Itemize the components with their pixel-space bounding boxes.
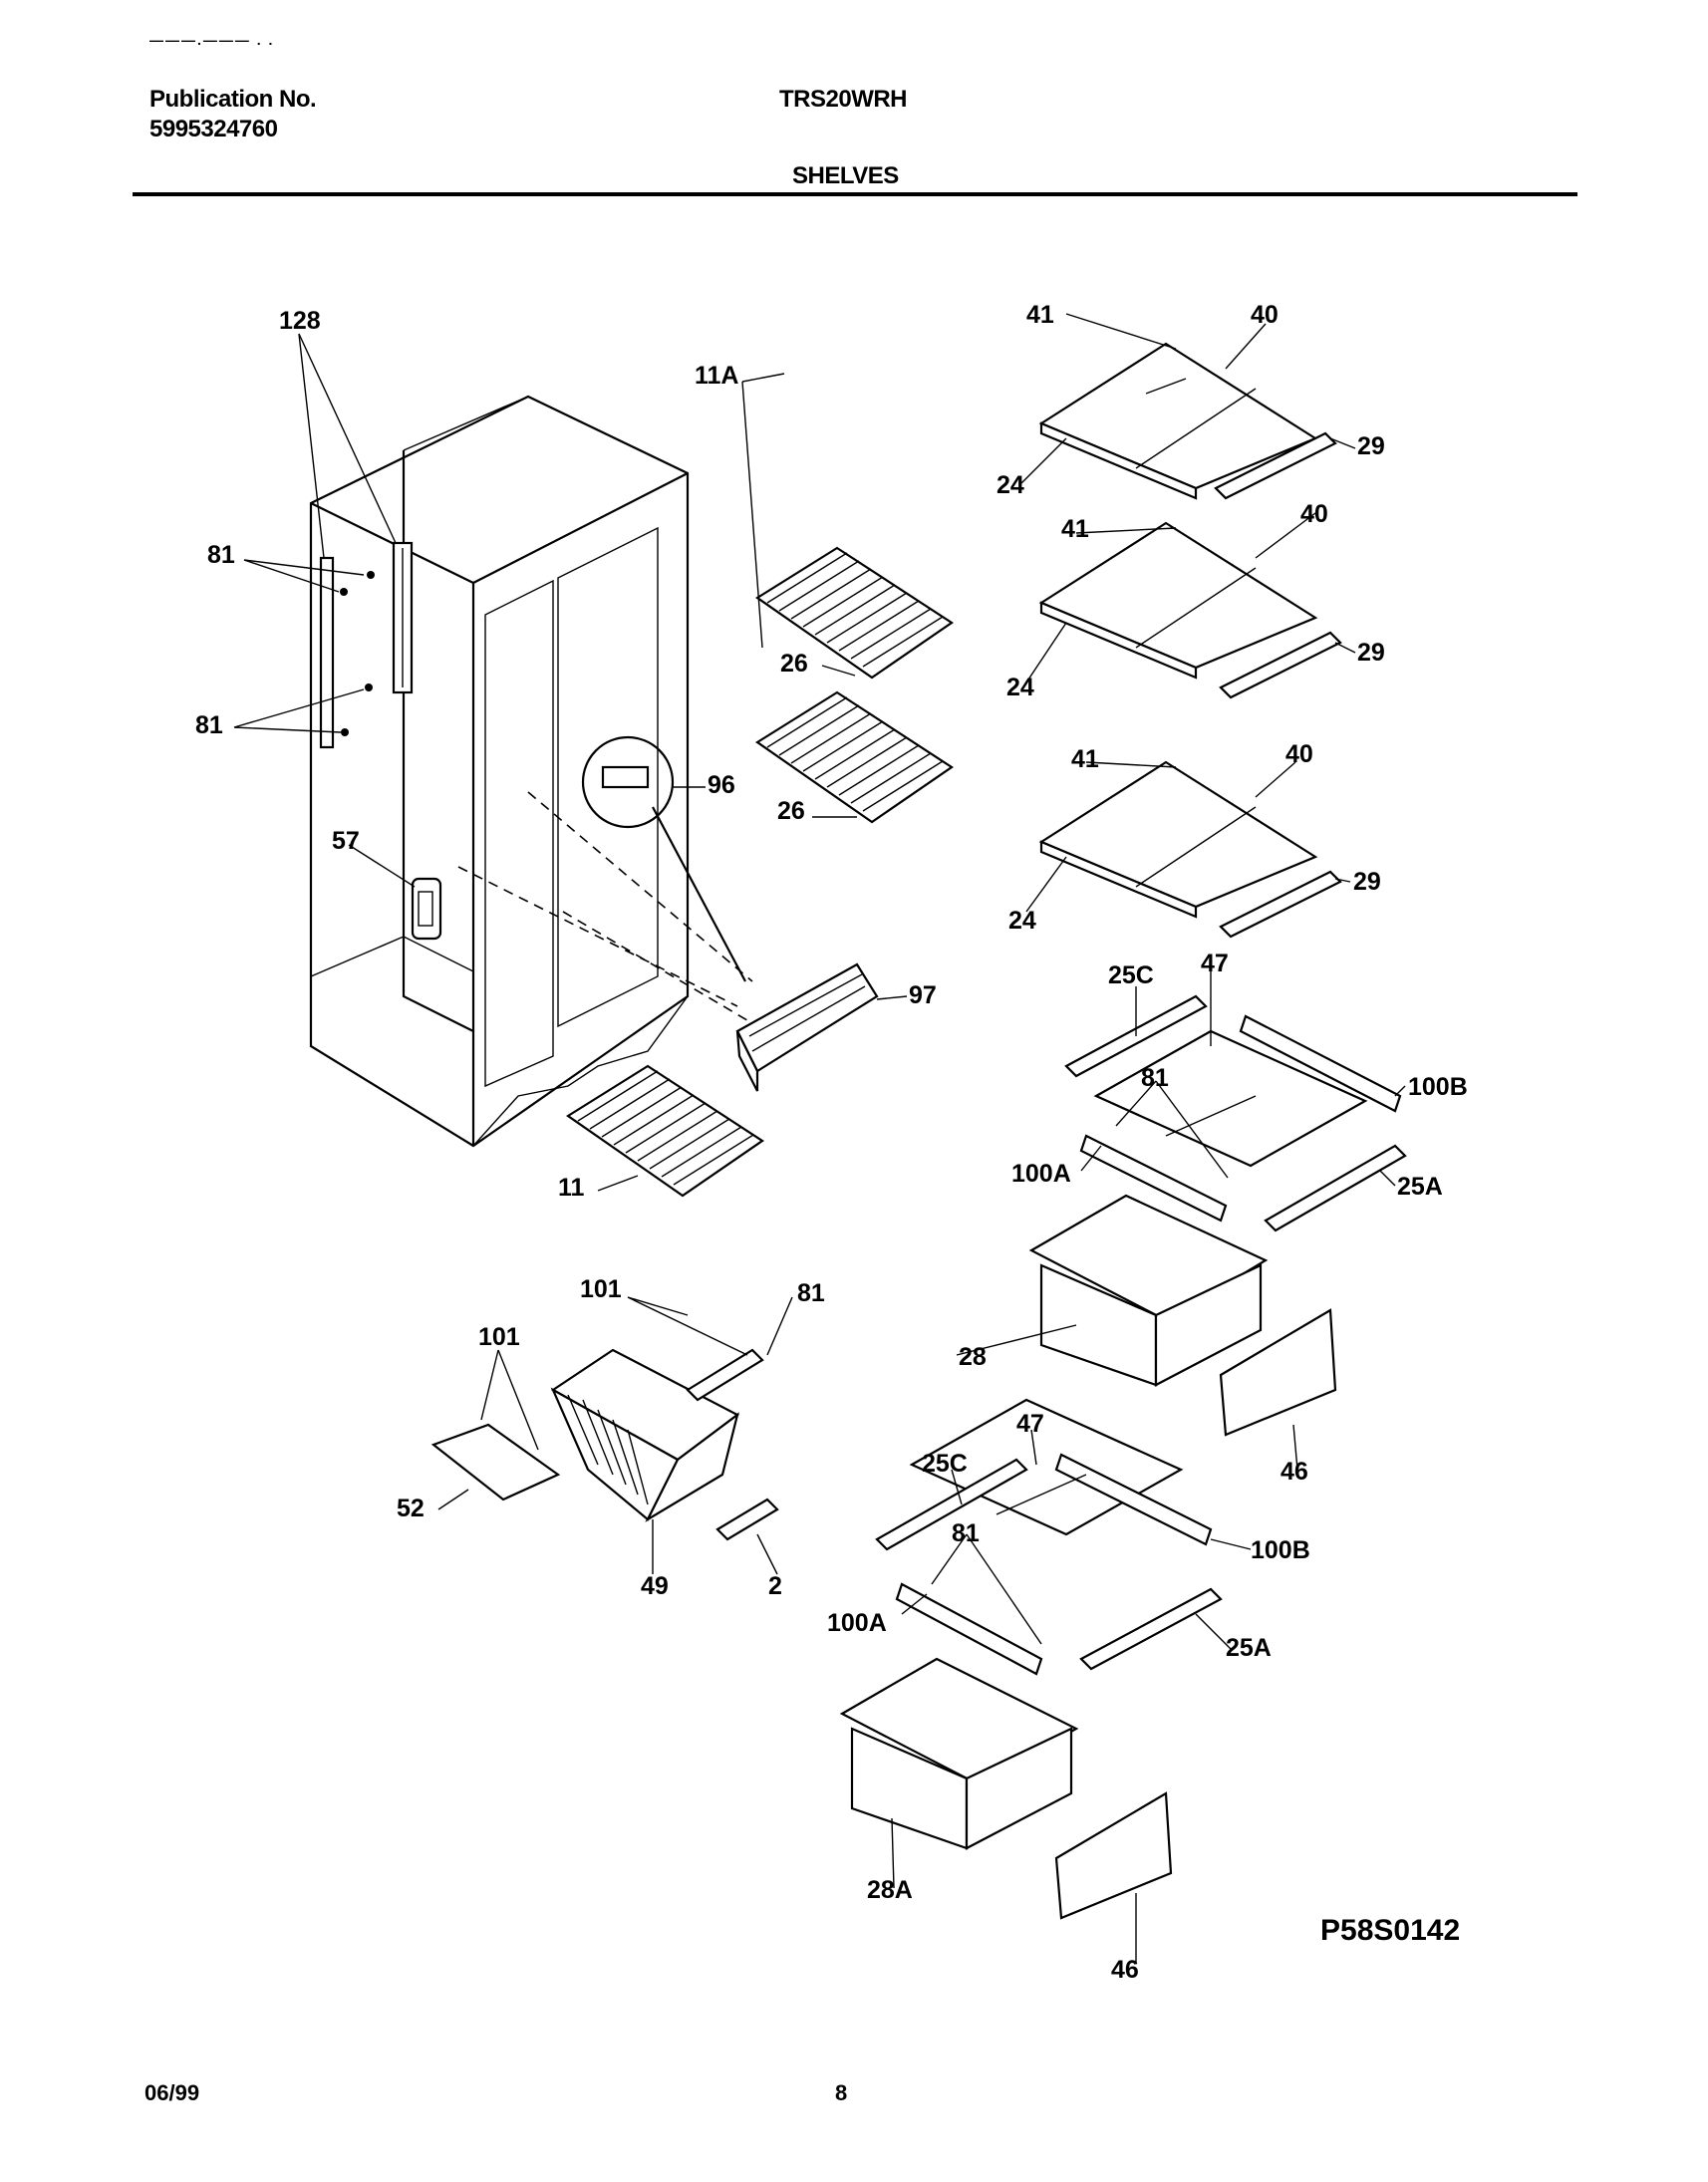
wire-shelf-lower xyxy=(566,1064,764,1198)
leader-lines xyxy=(233,313,1406,1963)
callout-41-a: 41 xyxy=(1026,301,1054,329)
callout-96: 96 xyxy=(708,771,735,799)
footer-date: 06/99 xyxy=(144,2080,200,2105)
glass-shelf-1 xyxy=(1038,342,1337,500)
callout-100A-b: 100A xyxy=(827,1609,887,1637)
callout-labels: 128 81 81 57 96 11A 26 26 97 11 101 101 … xyxy=(195,301,1468,1984)
detail-circle xyxy=(581,735,746,982)
callout-41-b: 41 xyxy=(1061,515,1089,543)
callout-11: 11 xyxy=(558,1174,585,1202)
callout-29-c: 29 xyxy=(1353,868,1381,896)
callout-24-a: 24 xyxy=(996,471,1024,499)
model-number: TRS20WRH xyxy=(779,86,908,113)
callout-25C-a: 25C xyxy=(1108,961,1154,989)
callout-28A: 28A xyxy=(867,1876,913,1904)
callout-47-b: 47 xyxy=(1016,1410,1044,1438)
callout-81-d: 81 xyxy=(1141,1064,1169,1092)
callout-24-b: 24 xyxy=(1006,674,1034,701)
callout-28: 28 xyxy=(959,1343,987,1371)
wire-shelf-upper xyxy=(755,546,954,680)
crisper-drawer-2 xyxy=(839,1657,1173,1920)
glass-shelf-3 xyxy=(1038,760,1342,939)
crisper-cover-assembly-2 xyxy=(875,1398,1223,1676)
top-mark: ———.——— . . xyxy=(149,32,275,48)
callout-40-c: 40 xyxy=(1285,740,1313,768)
callout-100B-a: 100B xyxy=(1408,1073,1468,1101)
crisper-cover-97 xyxy=(735,962,879,1092)
publication-label: Publication No. xyxy=(149,86,317,113)
callout-25A-b: 25A xyxy=(1226,1634,1272,1662)
callout-81-c: 81 xyxy=(797,1279,825,1307)
callout-40-a: 40 xyxy=(1251,301,1279,329)
crisper-drawer-1 xyxy=(1028,1194,1337,1437)
header-rule xyxy=(133,192,1577,196)
wire-basket xyxy=(430,1348,779,1541)
callout-52: 52 xyxy=(397,1495,425,1522)
callout-26-a: 26 xyxy=(780,650,808,678)
diagram-code: P58S0142 xyxy=(1320,1914,1460,1947)
callout-29-b: 29 xyxy=(1357,639,1385,667)
crisper-cover-assembly-1 xyxy=(1064,994,1407,1232)
callout-49: 49 xyxy=(641,1572,669,1600)
glass-shelf-2 xyxy=(1038,521,1342,699)
callout-100B-b: 100B xyxy=(1251,1536,1310,1564)
callout-47-a: 47 xyxy=(1201,950,1229,977)
footer-page: 8 xyxy=(835,2080,848,2105)
callout-2: 2 xyxy=(768,1572,782,1600)
callout-57: 57 xyxy=(332,827,360,855)
callout-101-b: 101 xyxy=(478,1323,520,1351)
callout-100A-a: 100A xyxy=(1011,1160,1071,1188)
callout-81-e: 81 xyxy=(952,1519,980,1547)
refrigerator-cabinet xyxy=(309,395,758,1148)
callout-101-a: 101 xyxy=(580,1275,622,1303)
callout-29-a: 29 xyxy=(1357,432,1385,460)
callout-11A: 11A xyxy=(695,362,738,390)
callout-25C-b: 25C xyxy=(922,1450,968,1478)
section-title: SHELVES xyxy=(792,162,899,189)
callout-25A-a: 25A xyxy=(1397,1173,1443,1201)
callout-46-a: 46 xyxy=(1281,1458,1308,1486)
callout-26-b: 26 xyxy=(777,797,805,825)
callout-81-b: 81 xyxy=(195,711,223,739)
callout-81-a: 81 xyxy=(207,541,235,569)
callout-97: 97 xyxy=(909,981,937,1009)
callout-40-b: 40 xyxy=(1300,500,1328,528)
callout-41-c: 41 xyxy=(1071,745,1099,773)
publication-number: 5995324760 xyxy=(149,116,278,142)
callout-128: 128 xyxy=(279,307,321,335)
callout-24-c: 24 xyxy=(1008,907,1036,935)
wire-shelf-middle xyxy=(755,690,954,824)
callout-46-b: 46 xyxy=(1111,1956,1139,1984)
